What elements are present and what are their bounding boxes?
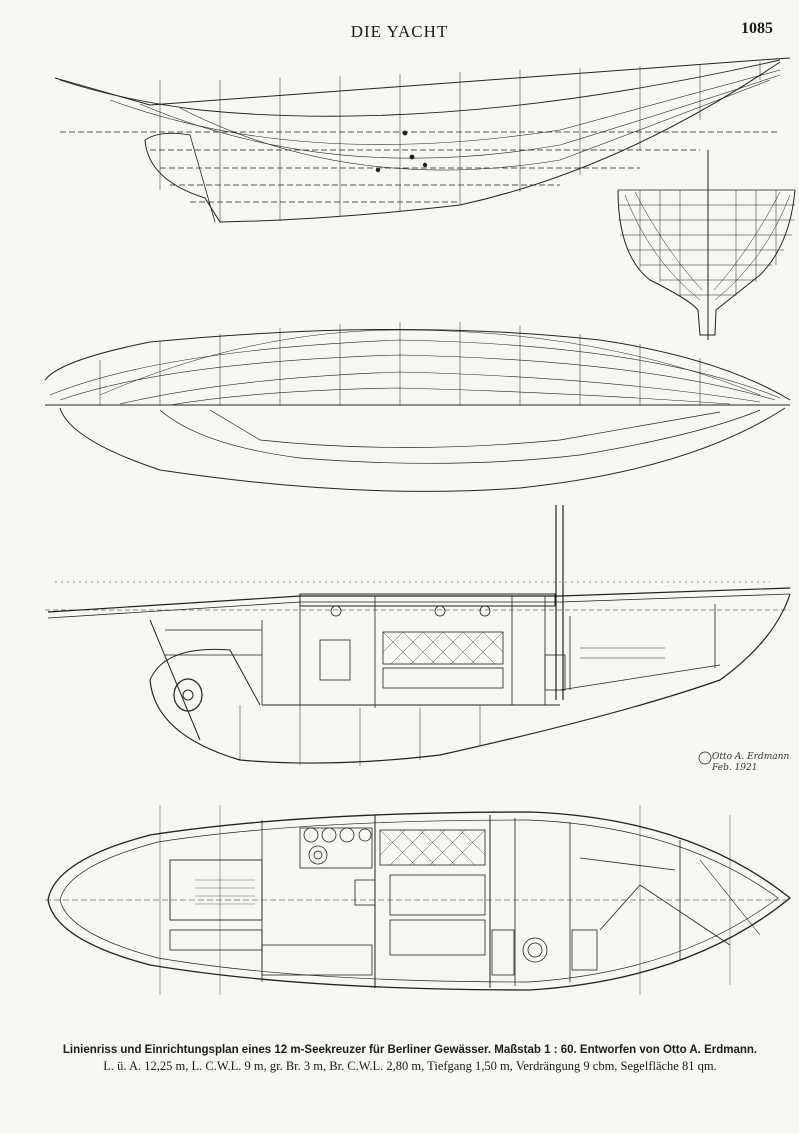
designer-signature: Otto A. Erdmann Feb. 1921: [712, 752, 789, 774]
signature-date: Feb. 1921: [712, 763, 758, 773]
caption-title: Linienriss und Einrichtungsplan eines 12…: [62, 1044, 758, 1056]
body-plan: [617, 150, 796, 340]
page-number: 1085: [741, 20, 773, 37]
sheer-plan: [54, 57, 791, 223]
signature-name: Otto A. Erdmann: [712, 752, 790, 762]
deck-plan: [45, 805, 792, 995]
page-header-title: DIE YACHT: [350, 22, 449, 41]
interior-profile: [45, 505, 791, 766]
caption-specs: L. ü. A. 12,25 m, L. C.W.L. 9 m, gr. Br.…: [103, 1059, 717, 1073]
builder-stamp: [698, 751, 712, 765]
half-breadth-plan: [44, 322, 791, 492]
